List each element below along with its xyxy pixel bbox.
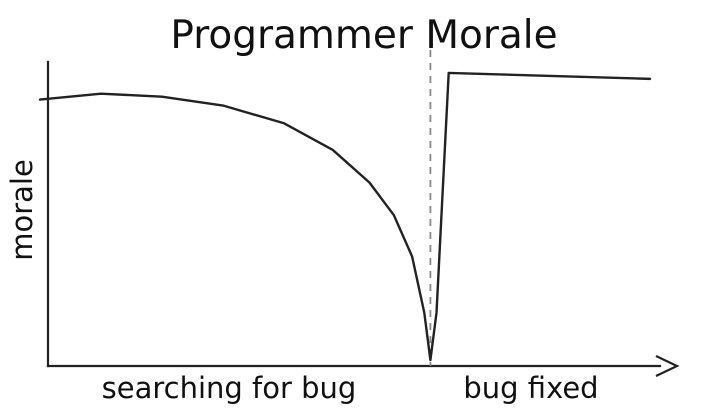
chart-title: Programmer Morale [170, 13, 557, 58]
x-axis-arrowhead [655, 355, 680, 377]
x-region-label-fixed: bug fixed [463, 371, 598, 405]
y-axis-label: morale [5, 159, 39, 261]
plot-layer [38, 50, 680, 377]
morale-series-line-0 [38, 71, 652, 362]
x-region-label-searching: searching for bug [102, 371, 357, 405]
